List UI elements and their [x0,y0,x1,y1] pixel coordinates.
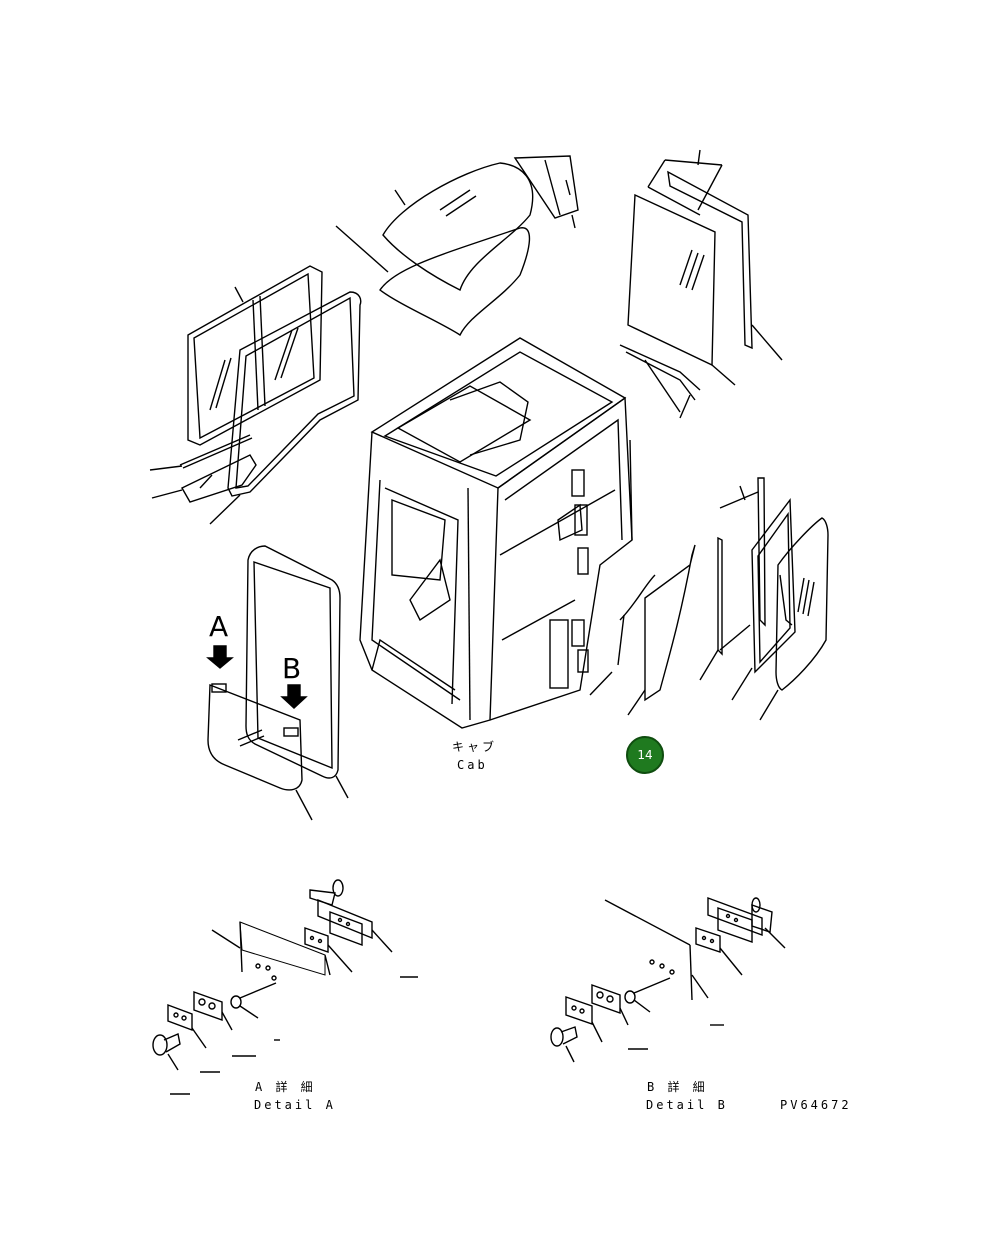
detail-b-label-jp: B 詳 細 [647,1080,708,1094]
rear-glass [759,517,829,721]
left-side-window [187,265,323,446]
front-lower-strip [619,344,701,419]
part-number-badge[interactable]: 14 [626,736,664,774]
cab-label-jp: キャブ [452,740,498,754]
detail-b-assembly [550,896,786,1063]
arrow-a-icon [206,645,234,669]
arrow-a-label: A [209,610,229,643]
detail-a-label-jp: A 詳 細 [255,1080,316,1094]
detail-a-label-en: Detail A [254,1098,336,1112]
left-lower-glass [149,434,257,525]
arrow-b-label: B [282,652,302,685]
left-window-seal [227,291,362,497]
cab-frame [359,337,633,729]
cab-label-en: Cab [457,758,488,772]
door-side-strips [589,544,696,716]
arrow-b-icon [280,684,308,709]
door-window-seal [245,545,341,779]
rear-glass-frame [731,498,796,701]
detail-a-assembly [152,879,418,1095]
front-glass [627,149,783,386]
rear-seal-strips [699,477,766,681]
roof-glass [335,162,534,337]
drawing-number: PV64672 [780,1098,852,1112]
detail-b-label-en: Detail B [646,1098,728,1112]
roof-strip [513,155,579,229]
door-glass [207,683,349,821]
